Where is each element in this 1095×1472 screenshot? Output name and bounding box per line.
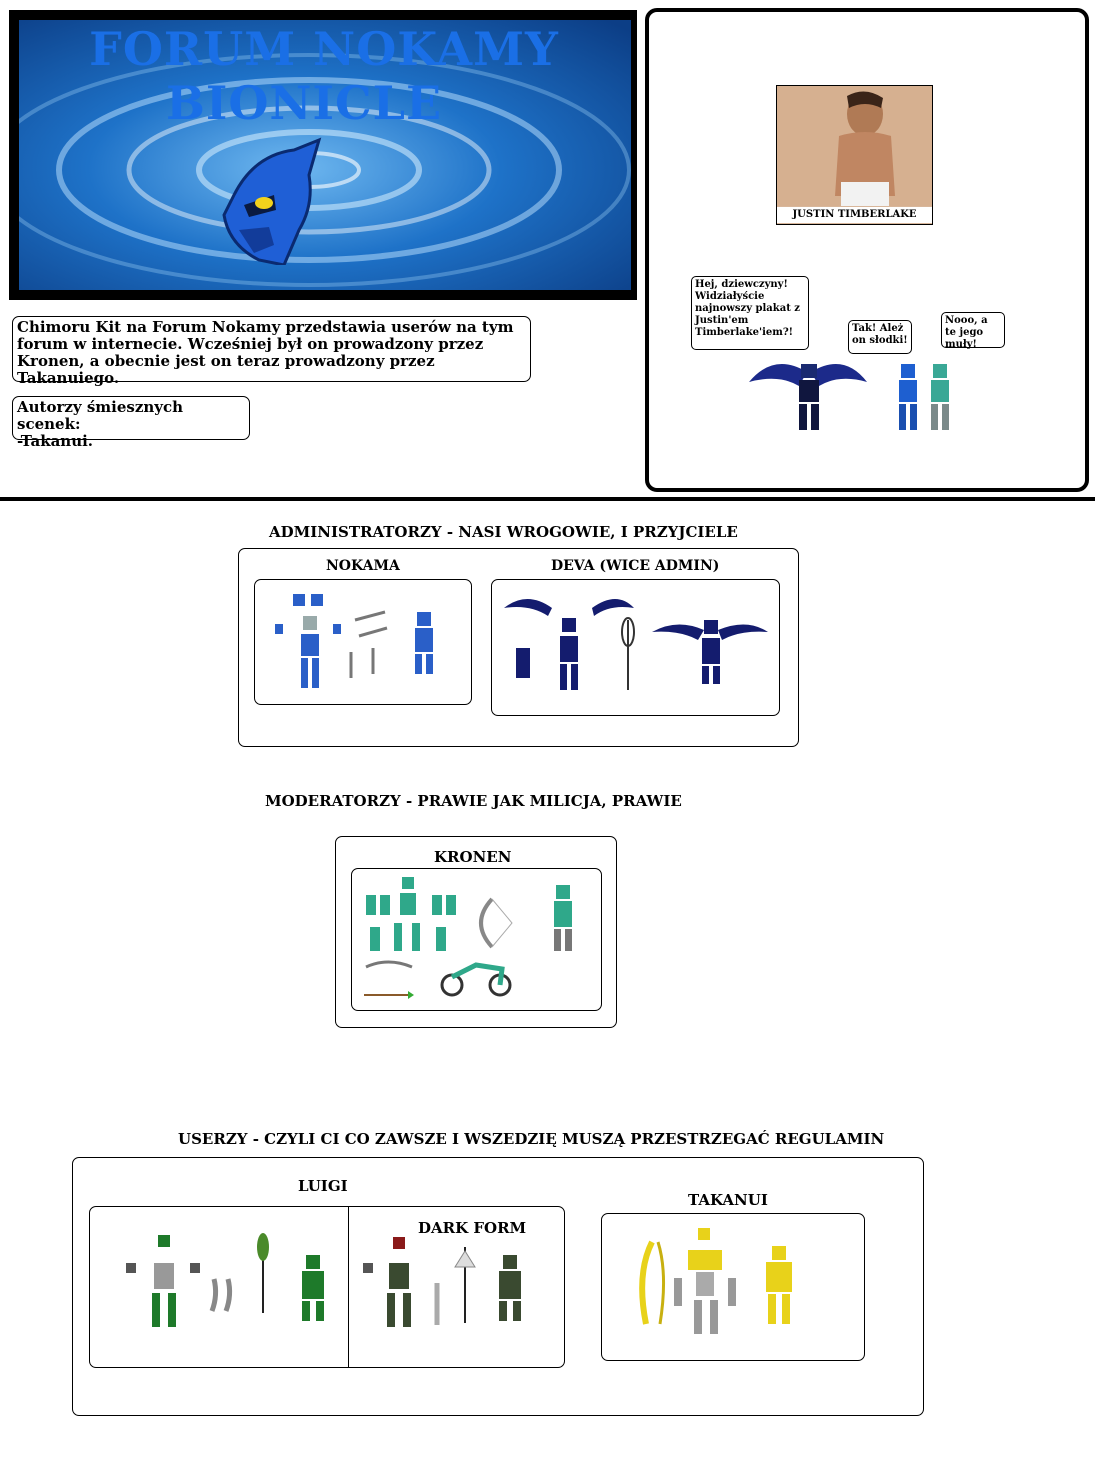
speech-bubble-3: Nooo, a te jego muły! xyxy=(941,312,1005,350)
admin-nokama-label: NOKAMA xyxy=(326,558,400,574)
admin-nokama-card xyxy=(254,579,472,705)
water-background xyxy=(19,20,631,290)
divider xyxy=(0,497,1095,501)
mods-title: MODERATORZY - PRAWIE JAK MILICJA, PRAWIE xyxy=(265,792,682,810)
speech-bubble-2: Tak! Ależ on słodki! xyxy=(848,320,912,354)
luigi-dark-parts xyxy=(363,1237,521,1327)
deva-winged-figure xyxy=(749,364,867,430)
user-luigi-card: DARK FORM xyxy=(89,1206,565,1368)
deva-parts xyxy=(504,599,768,690)
speech-bubble-1: Hej, dziewczyny! Widziałyście najnowszy … xyxy=(691,276,809,350)
banner-title-line2: BIONICLE xyxy=(165,76,443,130)
girls-figures xyxy=(899,364,949,430)
admin-deva-label: DEVA (WICE ADMIN) xyxy=(551,558,720,574)
authors-line2: -Takanui. xyxy=(17,432,94,450)
poster: JUSTIN TIMBERLAKE xyxy=(776,85,933,225)
user-luigi-alt-label: DARK FORM xyxy=(418,1219,527,1237)
nokama-parts xyxy=(275,594,433,688)
takanui-parts xyxy=(639,1228,792,1334)
user-luigi-label: LUIGI xyxy=(298,1177,348,1195)
admins-title: ADMINISTRATORZY - NASI WROGOWIE, I PRZYJ… xyxy=(269,523,738,541)
mod-kronen-label: KRONEN xyxy=(434,848,512,866)
intro-textbox: Chimoru Kit na Forum Nokamy przedstawia … xyxy=(12,316,531,387)
banner-title-line1: FORUM NOKAMY xyxy=(89,22,559,76)
scene-panel: JUSTIN TIMBERLAKE Hej, dziewczyny! Widzi… xyxy=(645,8,1089,492)
user-takanui-card xyxy=(601,1213,865,1361)
users-title: USERZY - CZYLI CI CO ZAWSZE I WSZEDZIĘ M… xyxy=(178,1130,885,1148)
mod-kronen-card xyxy=(351,868,602,1011)
kronen-parts xyxy=(364,877,572,999)
authors-textbox: Autorzy śmiesznych scenek: -Takanui. xyxy=(12,396,250,450)
luigi-card-divider xyxy=(348,1207,349,1367)
luigi-parts xyxy=(126,1233,324,1327)
intro-text: Chimoru Kit na Forum Nokamy przedstawia … xyxy=(17,318,514,387)
banner: FORUM NOKAMY BIONICLE xyxy=(9,10,637,300)
user-takanui-label: TAKANUI xyxy=(688,1191,768,1209)
poster-image xyxy=(777,86,932,206)
mask-icon xyxy=(222,137,322,265)
authors-line1: Autorzy śmiesznych scenek: xyxy=(17,398,184,433)
poster-caption: JUSTIN TIMBERLAKE xyxy=(777,207,932,223)
admin-deva-card xyxy=(491,579,780,716)
